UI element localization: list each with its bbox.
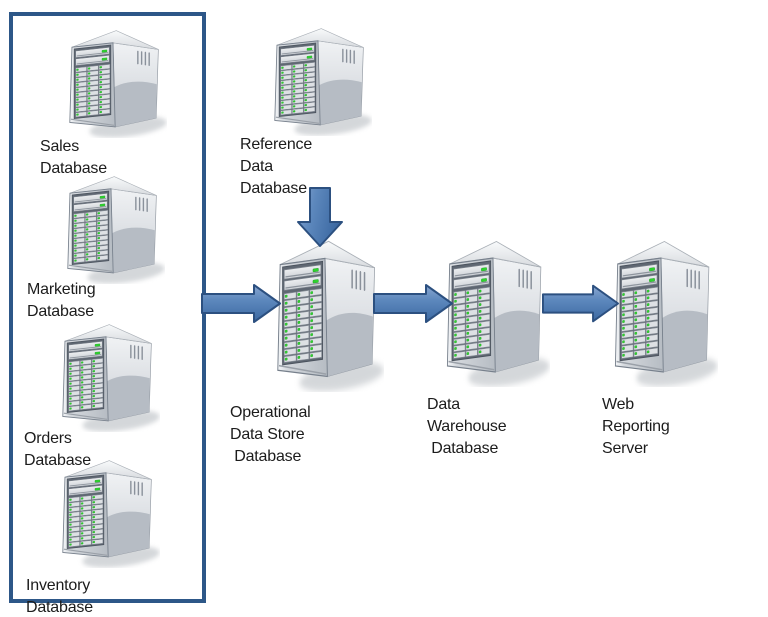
marketing-database-label: Marketing Database [27,281,100,320]
arrow-ods-to-warehouse [373,284,453,323]
server-icon [52,444,160,568]
server-icon [604,219,718,387]
server-icon [264,12,372,136]
arrow-warehouse-to-web [541,284,620,323]
web-reporting-server-label: Web Reporting Server [602,396,670,457]
inventory-database-label: Inventory Database [26,577,95,616]
arrow-sources-to-ods [201,284,281,323]
sales-database-label: Sales Database [40,138,107,177]
arrow-reference-to-ods [297,187,343,247]
orders-database-label: Orders Database [24,430,91,469]
data-warehouse-database-label: Data Warehouse Database [427,396,507,457]
server-icon [52,308,160,432]
server-icon [59,14,167,138]
server-icon [57,160,165,284]
reference-data-database-label: Reference Data Database [240,136,313,197]
operational-data-store-label: Operational Data Store Database [230,404,311,465]
